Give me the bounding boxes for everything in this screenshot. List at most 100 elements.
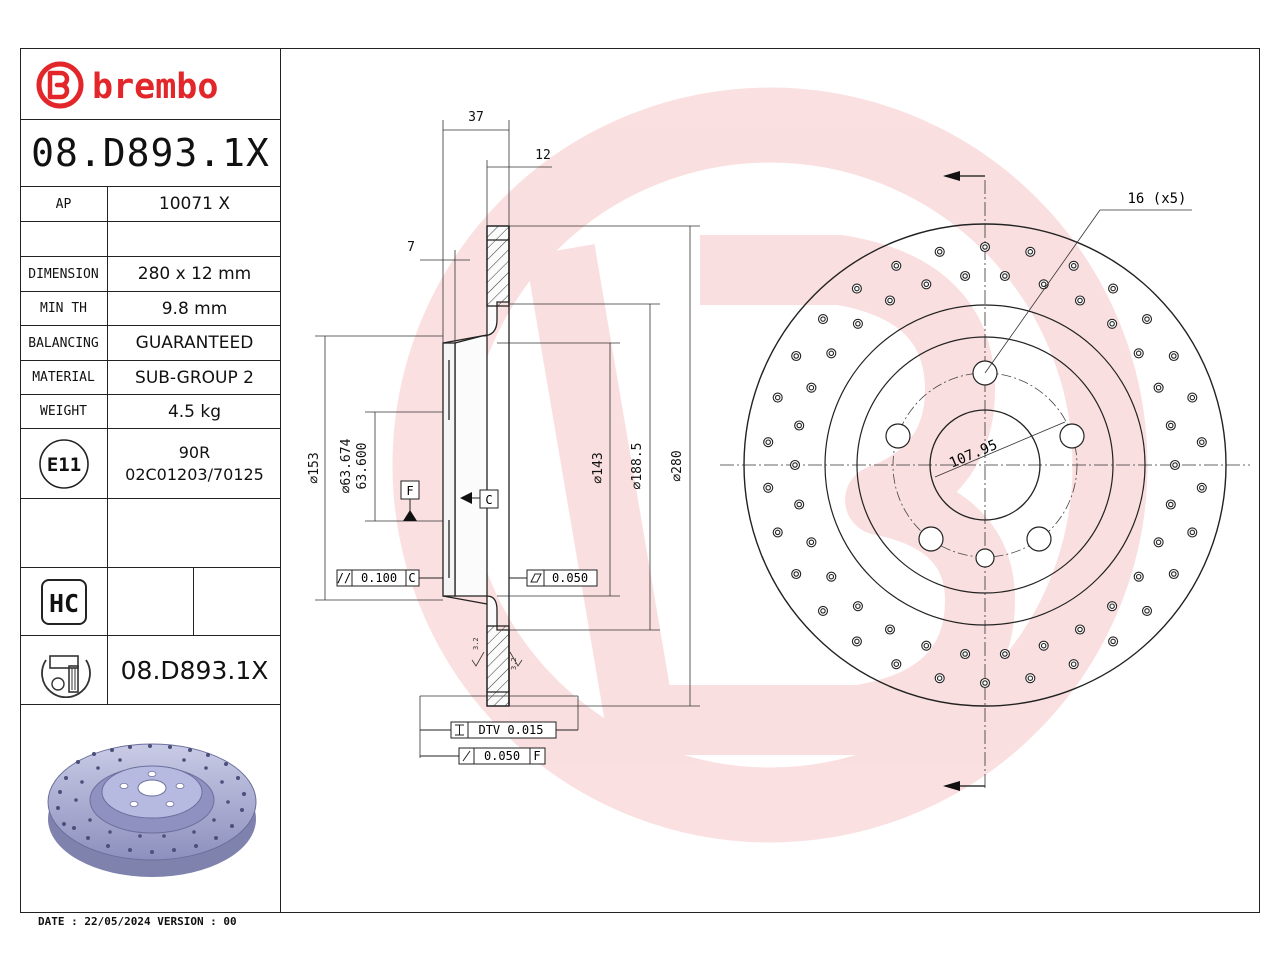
drill-holes — [763, 241, 1207, 689]
spec-label: BALANCING — [20, 326, 108, 360]
drill-hole-inner — [793, 353, 799, 359]
hc-icon: HC — [40, 578, 87, 625]
svg-text:0.050: 0.050 — [552, 571, 588, 585]
spec-value: 10071 X — [158, 194, 231, 214]
dim-dia-63674: ⌀63.674 — [339, 438, 354, 493]
svg-text:F: F — [406, 484, 413, 498]
drill-hole-inner — [1155, 539, 1162, 546]
drill-hole-inner — [1199, 439, 1205, 445]
disc-3d-render-icon — [47, 743, 257, 877]
spec-label: DIMENSION — [20, 257, 108, 291]
empty-row — [20, 499, 281, 568]
drill-hole-inner — [1002, 651, 1008, 657]
datum-c: C — [460, 489, 499, 509]
technical-drawing: 37 12 7 ⌀153 ⌀63.674 63.600 ⌀143 ⌀188.5 … — [307, 87, 1250, 843]
disc-section-icon — [40, 655, 91, 698]
drill-hole-inner — [1168, 501, 1174, 508]
spec-value: SUB-GROUP 2 — [135, 367, 254, 388]
drill-hole-inner — [923, 642, 930, 649]
bottom-pn-row: 08.D893.1X — [20, 636, 281, 705]
spec-label: MATERIAL — [20, 361, 108, 394]
drill-hole-inner — [828, 350, 835, 357]
spec-label: MIN TH — [20, 292, 108, 325]
drill-hole-inner — [1109, 603, 1115, 609]
drill-hole-inner — [923, 281, 930, 288]
dtv-frame: DTV 0.015 — [420, 721, 578, 739]
dim-12: 12 — [535, 148, 551, 163]
drawing-frame — [20, 48, 1260, 913]
homologation-code-2: 02C01203/70125 — [125, 464, 264, 484]
drill-hole-inner — [936, 675, 943, 681]
spec-row-material: MATERIAL SUB-GROUP 2 — [20, 361, 281, 395]
drill-hole-inner — [887, 626, 893, 633]
locating-hole — [975, 548, 995, 568]
hc-cell: HC — [20, 568, 108, 635]
brembo-watermark — [392, 87, 1148, 843]
drill-hole-inner — [962, 651, 968, 657]
svg-text:0.050: 0.050 — [484, 749, 520, 763]
drill-hole-inner — [1171, 353, 1177, 359]
drill-hole-inner — [936, 249, 943, 255]
dim-37: 37 — [468, 110, 484, 125]
lug-holes — [885, 360, 1085, 552]
hc-blank-a — [108, 568, 194, 635]
drill-hole-inner — [1110, 285, 1116, 292]
drill-hole-inner — [1070, 661, 1077, 667]
drill-hole-inner — [982, 680, 988, 686]
spec-value: 4.5 kg — [167, 401, 222, 422]
drill-hole-inner — [1189, 529, 1196, 536]
drill-hole-inner — [1077, 626, 1083, 633]
hc-row: HC — [20, 568, 281, 636]
spec-row-balancing: BALANCING GUARANTEED — [20, 326, 281, 361]
drill-hole-inner — [765, 439, 771, 445]
spec-value: 280 x 12 mm — [137, 264, 252, 284]
flatness-frame: 0.050 — [509, 569, 598, 587]
drill-hole-inner — [765, 485, 771, 491]
drill-hole-inner — [1144, 608, 1150, 614]
svg-text:F: F — [533, 749, 540, 763]
svg-text://: // — [337, 571, 351, 585]
svg-text:3.2: 3.2 — [472, 637, 480, 650]
dim-dia-1885: ⌀188.5 — [630, 443, 645, 490]
bottom-part-number: 08.D893.1X — [120, 655, 269, 685]
spec-row-blank — [20, 222, 281, 257]
drill-hole-inner — [1040, 281, 1047, 288]
parallelism-frame: // 0.100 C — [336, 569, 443, 587]
drill-hole-inner — [1171, 571, 1177, 577]
section-dimension-texts: 37 12 7 ⌀153 ⌀63.674 63.600 ⌀143 ⌀188.5 … — [307, 110, 685, 493]
brand-row: brembo — [20, 48, 281, 120]
drill-hole-inner — [854, 285, 860, 292]
drill-hole-inner — [887, 297, 893, 304]
drill-hole-inner — [820, 316, 826, 322]
drill-hole-inner — [1040, 642, 1047, 649]
spec-value: 9.8 mm — [161, 298, 228, 319]
e11-mark-icon: E11 — [38, 438, 89, 489]
homologation-code-1: 90R — [178, 442, 211, 462]
drill-hole-inner — [1135, 573, 1142, 580]
drill-hole-inner — [855, 603, 861, 609]
datum-f: F — [400, 480, 420, 521]
title-block — [20, 48, 281, 913]
drill-hole-inner — [1027, 675, 1034, 681]
spec-value: GUARANTEED — [135, 333, 254, 353]
spec-row-weight: WEIGHT 4.5 kg — [20, 395, 281, 429]
dim-dia-63600: 63.600 — [355, 443, 370, 490]
runout-frame: 0.050 F — [420, 747, 546, 765]
drill-hole-inner — [1144, 316, 1150, 322]
drill-hole-inner — [1168, 422, 1174, 429]
spec-row-ap: AP 10071 X — [20, 187, 281, 222]
drill-hole-inner — [793, 571, 799, 577]
drill-hole-inner — [1077, 297, 1083, 304]
drill-hole-inner — [855, 321, 861, 327]
spec-label: WEIGHT — [20, 395, 108, 428]
drill-hole-inner — [1002, 273, 1008, 279]
drill-hole-inner — [893, 661, 900, 667]
drill-hole-inner — [1070, 263, 1077, 269]
brembo-logo-icon: brembo — [36, 61, 218, 109]
svg-text:C: C — [485, 493, 492, 507]
hc-text: HC — [48, 589, 78, 618]
empty-label — [20, 499, 108, 567]
dim-dia-280: ⌀280 — [670, 450, 685, 481]
section-view — [442, 225, 510, 707]
drill-hole-inner — [1027, 249, 1034, 255]
